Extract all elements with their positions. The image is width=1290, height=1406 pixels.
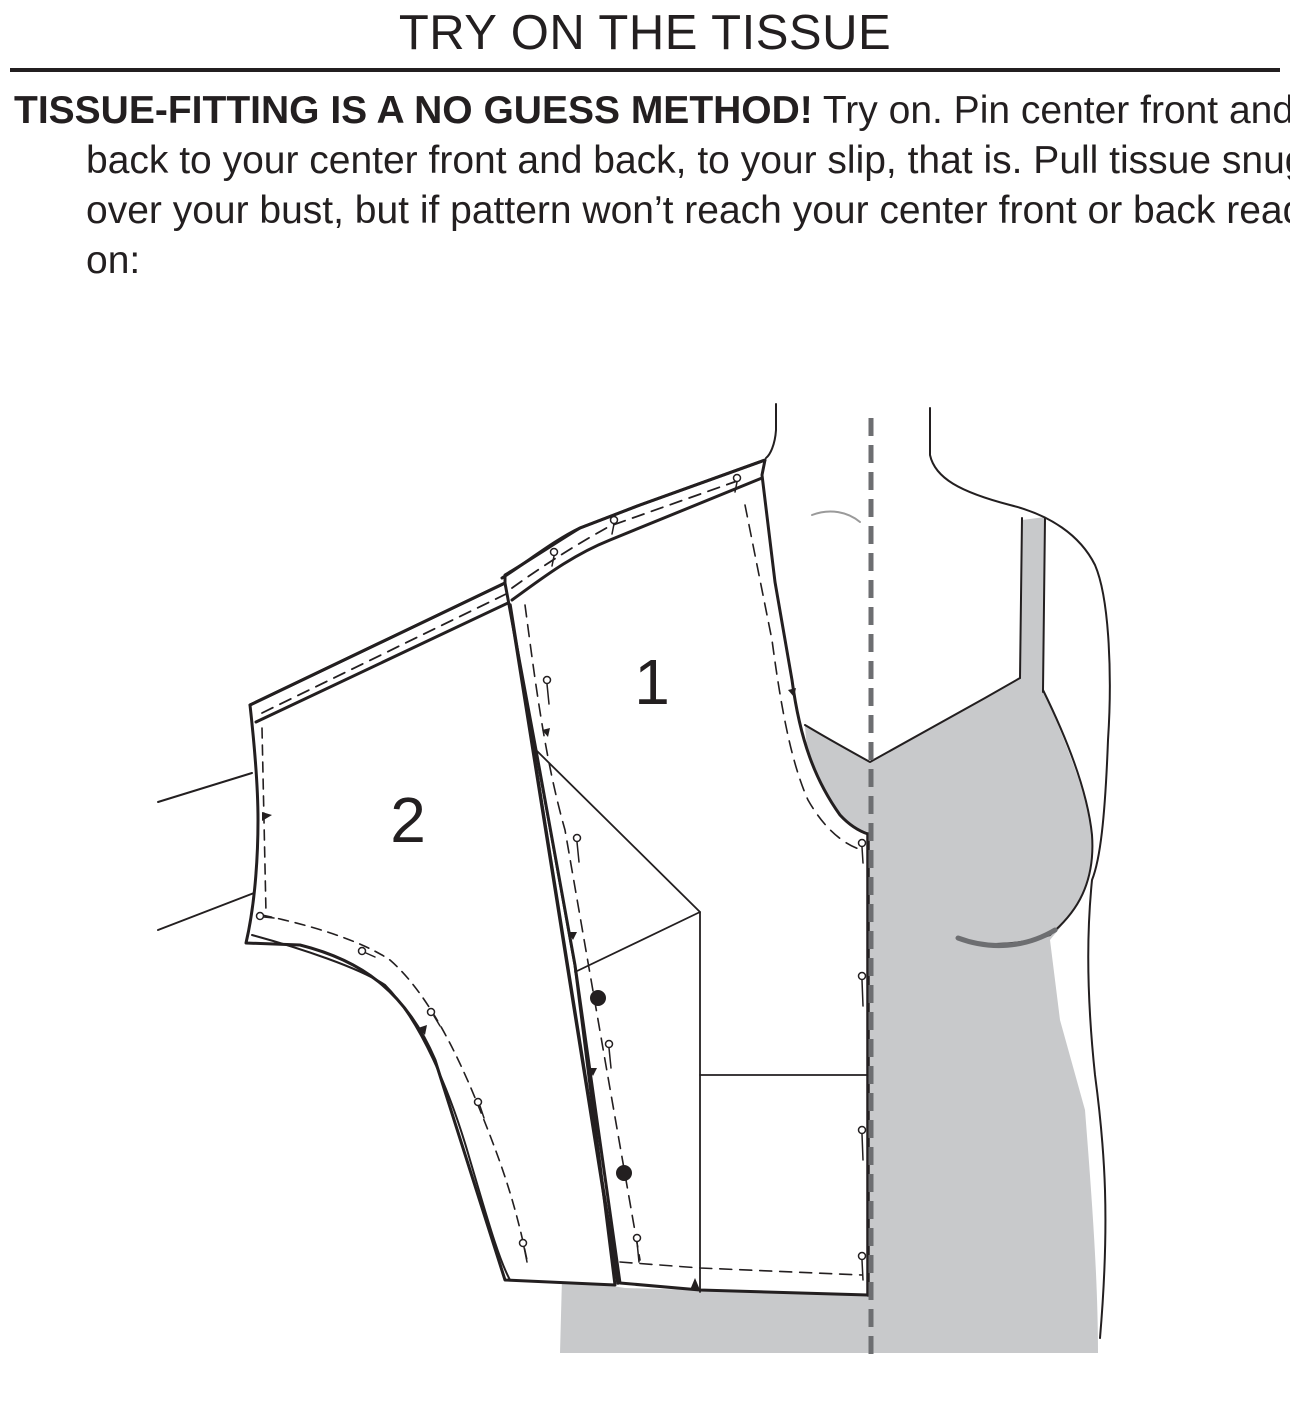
instructions-paragraph: TISSUE-FITTING IS A NO GUESS METHOD! Try… (14, 86, 1290, 286)
marking-dot (590, 990, 606, 1006)
pattern-piece-2-label: 2 (390, 784, 426, 856)
marking-dot (616, 1165, 632, 1181)
pattern-piece-1-label: 1 (634, 646, 670, 718)
sleeve-hem-double (251, 934, 511, 1281)
instructions-lead: TISSUE-FITTING IS A NO GUESS METHOD! (14, 89, 813, 132)
sleeve-cap-seamline (261, 593, 507, 714)
shoulder-band (500, 458, 767, 602)
body-outline-neck-left (765, 403, 777, 459)
slip-strap (1019, 517, 1046, 691)
armhole-seamline (524, 604, 641, 1261)
sleeve-cap-band (248, 581, 512, 724)
pins (255, 473, 867, 1281)
arm-upper-edge (157, 772, 253, 803)
sleeve-side-seamline (261, 727, 267, 914)
armhole-edge (508, 603, 620, 1285)
slip-bodice (560, 517, 1098, 1353)
sleeve-hem-seamline (261, 914, 529, 1266)
instructions-body: Try on. Pin center front and back to you… (86, 89, 1290, 282)
arm-lower-edge (157, 892, 255, 931)
neckline-seamline (744, 504, 863, 851)
shoulder-seamline (511, 479, 741, 589)
body-outline-neck (929, 407, 1111, 1339)
notch-marks (262, 688, 796, 1290)
tissue-fitting-illustration: 1 2 (157, 403, 1111, 1356)
bust-shadow (955, 927, 1058, 948)
title-divider (10, 68, 1280, 72)
pattern-piece-2 (244, 581, 617, 1287)
collarbone (811, 510, 861, 523)
page-title: TRY ON THE TISSUE (398, 6, 892, 60)
